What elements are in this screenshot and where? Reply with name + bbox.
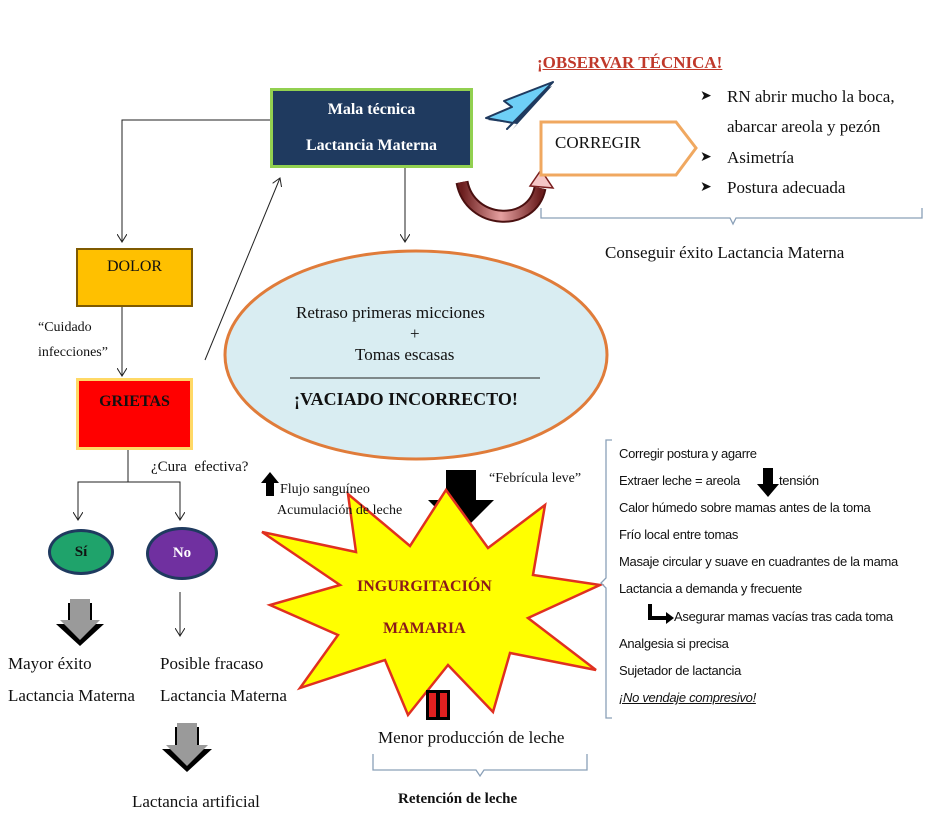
ellipse-line1: Retraso primeras micciones: [296, 303, 485, 322]
no-label: No: [172, 545, 192, 561]
dolor-box: DOLOR: [76, 248, 193, 307]
grey-down-arrow-icon-2: [162, 723, 212, 772]
ingurgitacion-star: [261, 487, 605, 718]
ellipse-line3: ¡VACIADO INCORRECTO!: [294, 389, 518, 409]
menor-label: Menor producción de leche: [378, 728, 565, 747]
pause-icon: [426, 690, 450, 720]
down-arrow-small-icon: [757, 468, 779, 497]
mayor-line2: Lactancia Materna: [8, 686, 135, 705]
up-arrow-icon: [261, 472, 279, 496]
ellipse-line2: Tomas escasas: [355, 345, 455, 364]
acumulacion-label: Acumulación de leche: [277, 503, 403, 518]
cuidado-line1: “Cuidado: [38, 320, 92, 335]
flujo-label: Flujo sanguíneo: [280, 482, 370, 497]
measure-1: Corregir postura y agarre: [619, 446, 757, 461]
cuidado-line2: infecciones”: [38, 345, 108, 360]
measure-8: Analgesia si precisa: [619, 636, 729, 651]
measure-10: ¡No vendaje compresivo!: [619, 690, 756, 705]
tip-item-1b: abarcar areola y pezón: [727, 117, 881, 136]
artificial-label: Lactancia artificial: [132, 792, 260, 811]
si-oval: Sí: [48, 529, 114, 575]
connector-grietas-branch: [78, 450, 129, 520]
posible-line2: Lactancia Materna: [160, 686, 287, 705]
observar-title: ¡OBSERVAR TÉCNICA!: [537, 53, 723, 72]
cura-label: ¿Cura efectiva?: [151, 459, 249, 475]
ingurgitacion-line1: INGURGITACIÓN: [357, 578, 492, 595]
curved-arrow-icon: [455, 168, 555, 223]
exito-label: Conseguir éxito Lactancia Materna: [605, 243, 845, 262]
mayor-line1: Mayor éxito: [8, 654, 92, 673]
ingurgitacion-line2: MAMARIA: [383, 620, 466, 637]
brace-retencion: [372, 754, 588, 778]
measure-6: Lactancia a demanda y frecuente: [619, 581, 802, 596]
febricula-label: “Febrícula leve”: [489, 471, 582, 486]
black-down-arrow-icon: [428, 470, 494, 533]
elbow-arrow-icon: [648, 604, 674, 624]
tip-item-1: RN abrir mucho la boca,: [727, 87, 895, 106]
corregir-label: CORREGIR: [555, 133, 641, 152]
corregir-shape: [539, 120, 698, 177]
mala-tecnica-line1: Mala técnica: [327, 101, 416, 118]
tip-item-3: Postura adecuada: [727, 178, 846, 197]
tip-bullet-2: ➤: [700, 150, 712, 165]
si-label: Sí: [74, 543, 88, 560]
tip-bullet-1: ➤: [700, 89, 712, 104]
ellipse-plus: +: [410, 324, 420, 343]
dolor-label: DOLOR: [106, 258, 163, 275]
mala-tecnica-box: Mala técnica Lactancia Materna: [270, 88, 473, 168]
retencion-label: Retención de leche: [398, 791, 518, 807]
brace-measures: [600, 439, 612, 719]
vaciado-ellipse: [223, 249, 609, 461]
connector-grietas-to-mala: [204, 178, 280, 361]
mala-tecnica-line2: Lactancia Materna: [305, 137, 438, 154]
grietas-label: GRIETAS: [99, 393, 170, 410]
connector-mala-to-dolor: [122, 119, 270, 242]
posible-line1: Posible fracaso: [160, 654, 264, 673]
tip-bullet-3: ➤: [700, 180, 712, 195]
brace-exito: [540, 208, 923, 226]
tip-item-2: Asimetría: [727, 148, 795, 167]
measure-2b: tensión: [779, 473, 819, 488]
grey-down-arrow-icon: [56, 599, 104, 646]
connector-branch-no: [128, 481, 180, 520]
no-oval: No: [146, 527, 218, 580]
measure-5: Masaje circular y suave en cuadrantes de…: [619, 554, 898, 569]
measure-7: Asegurar mamas vacías tras cada toma: [674, 609, 893, 624]
blue-arrow-icon: [485, 81, 554, 130]
grietas-box: GRIETAS: [76, 378, 193, 450]
measure-2: Extraer leche = areola: [619, 473, 740, 488]
measure-9: Sujetador de lactancia: [619, 663, 742, 678]
measure-4: Frío local entre tomas: [619, 527, 739, 542]
measure-3: Calor húmedo sobre mamas antes de la tom…: [619, 500, 871, 515]
